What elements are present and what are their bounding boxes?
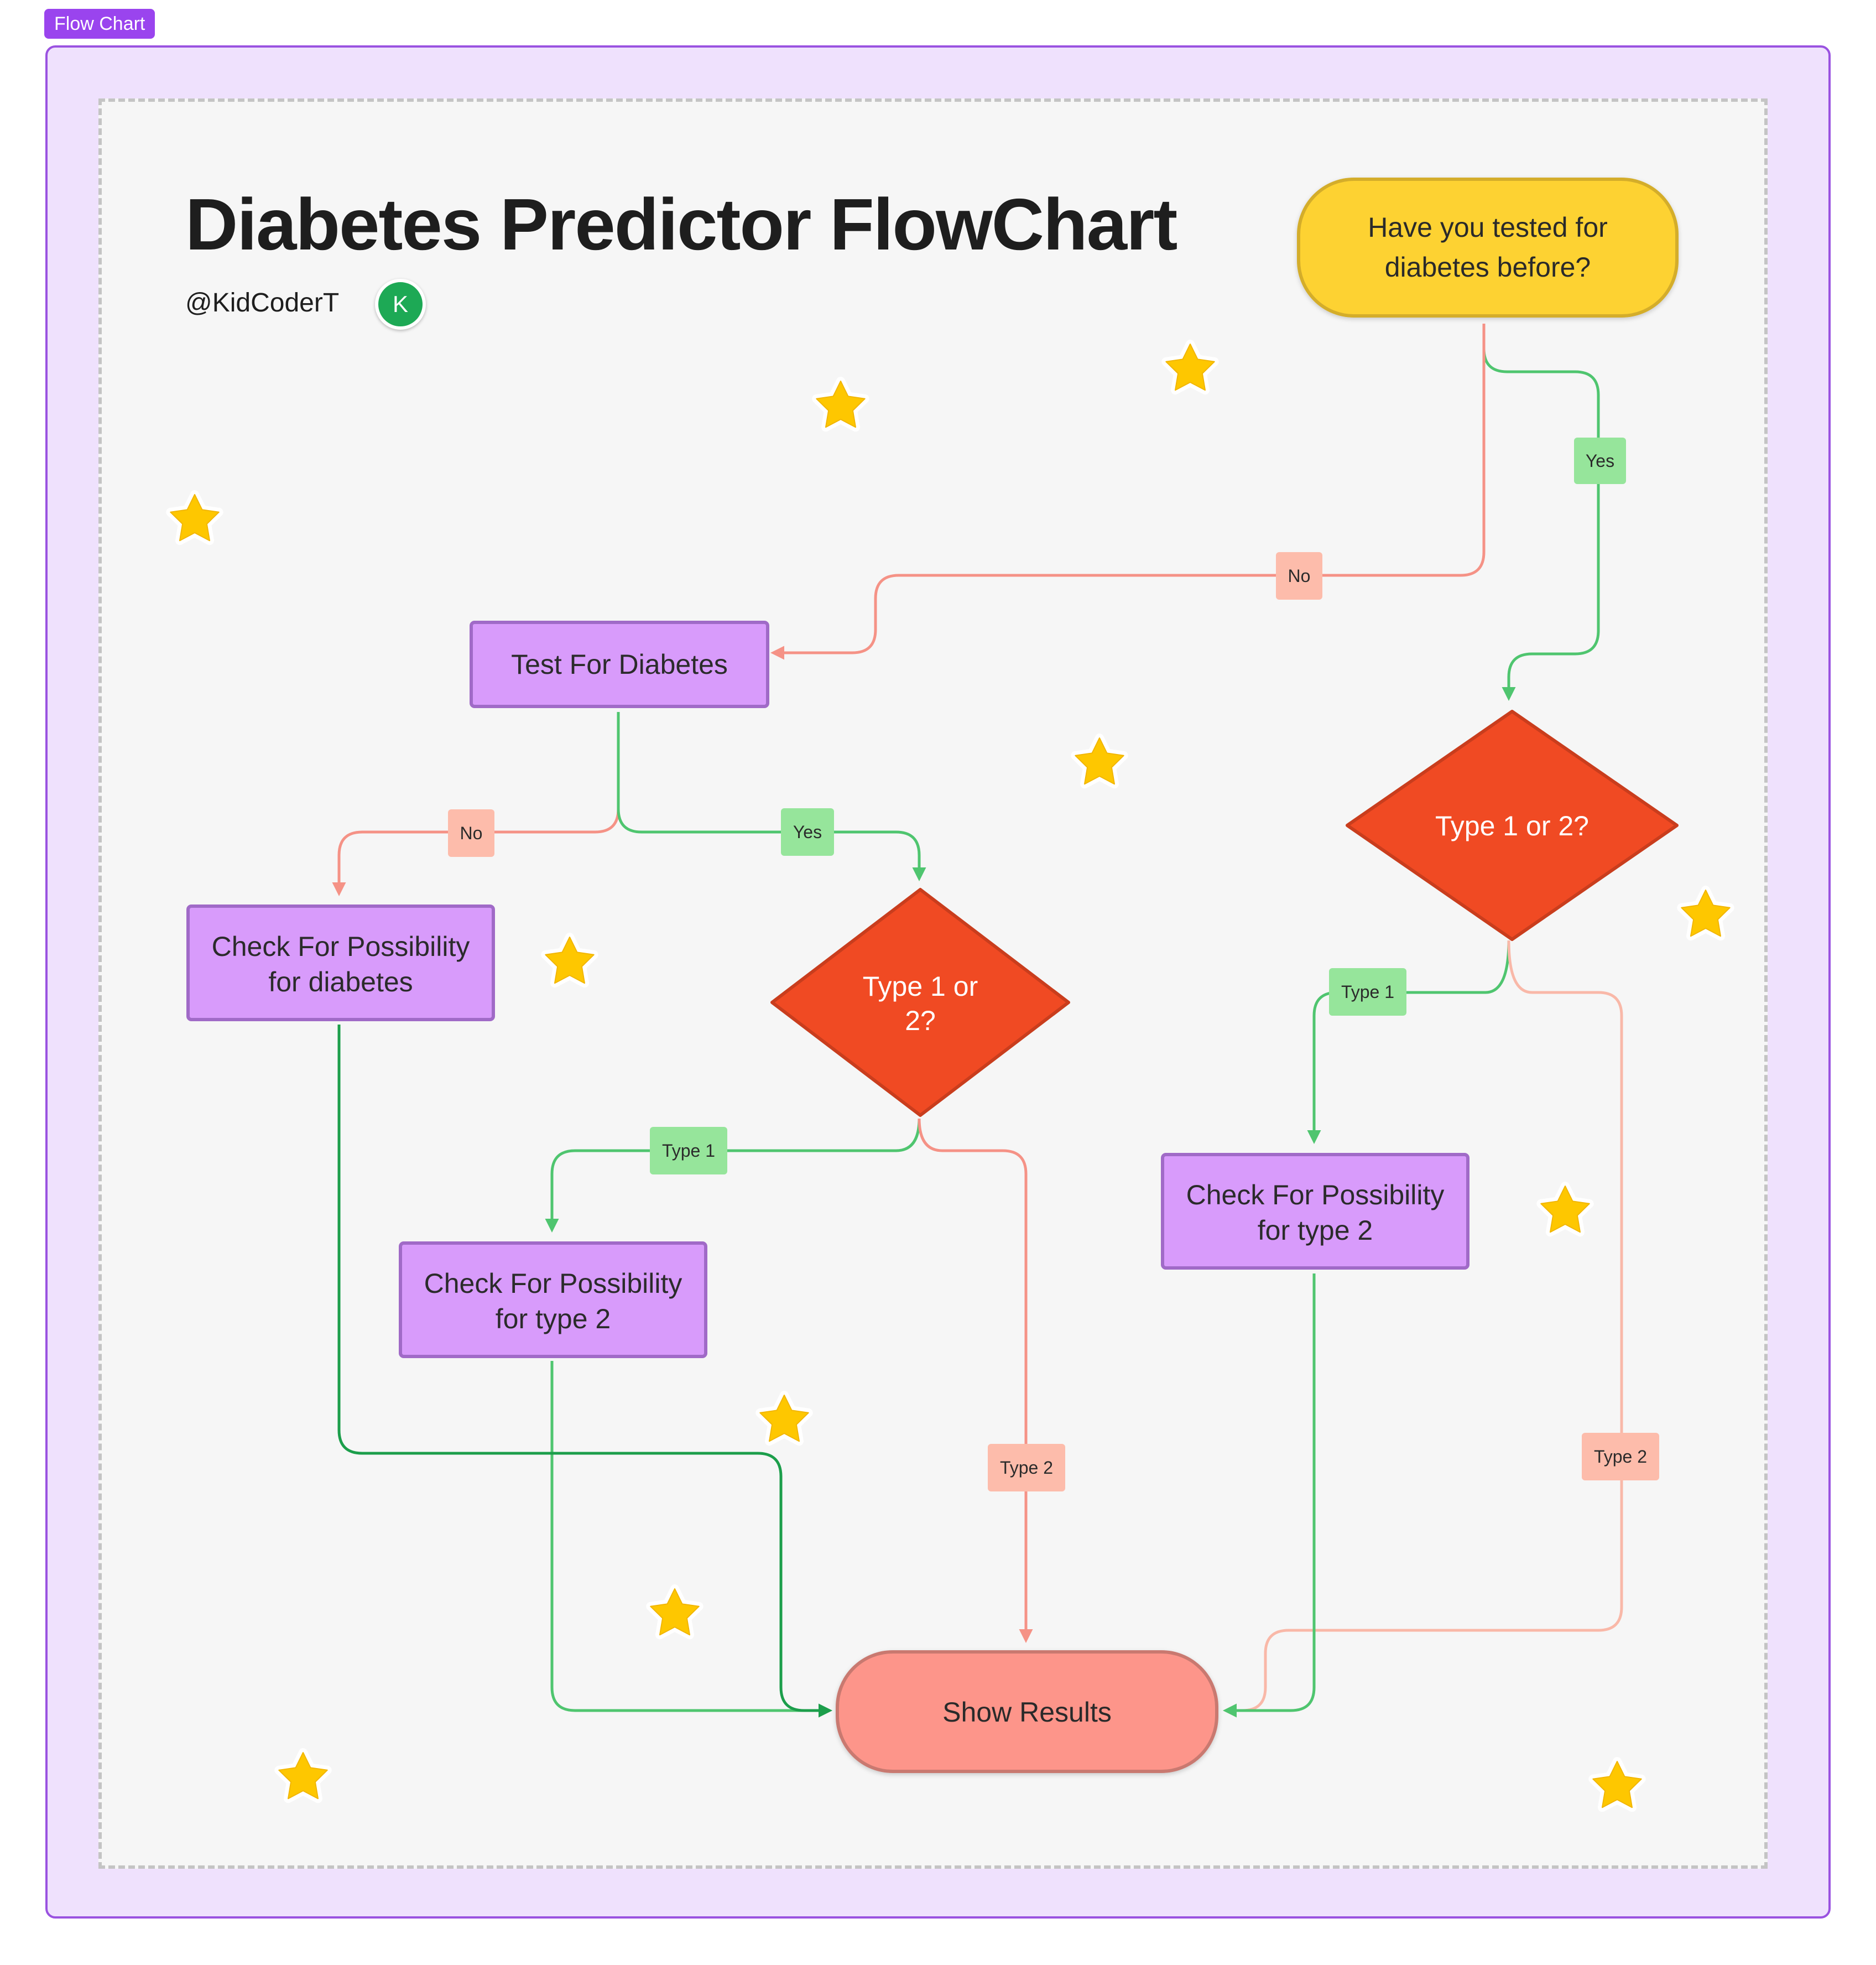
star-icon[interactable] (1541, 1186, 1589, 1232)
check-type2-right-node[interactable]: Check For Possibility for type 2 (1161, 1153, 1469, 1270)
edge-label-left-type1[interactable]: Type 1 (650, 1127, 727, 1174)
edge-left-check-to-results[interactable] (550, 1361, 832, 1718)
decision-left-node[interactable]: Type 1 or 2? (770, 888, 1070, 1117)
check-possibility-line-2: for diabetes (268, 966, 413, 997)
edge-label-text: Type 1 (662, 1141, 715, 1161)
edge-label-test-no[interactable]: No (448, 809, 494, 857)
decision-right-label: Type 1 or 2? (1435, 810, 1589, 841)
edge-label-text: Type 2 (1000, 1458, 1053, 1478)
start-node-line-1: Have you tested for (1368, 212, 1608, 243)
start-node[interactable]: Have you tested for diabetes before? (1297, 178, 1679, 318)
show-results-node[interactable]: Show Results (836, 1650, 1218, 1773)
edge-label-text: Yes (1586, 451, 1614, 471)
edge-test-no[interactable] (332, 712, 620, 896)
test-node[interactable]: Test For Diabetes (470, 621, 769, 708)
edge-right-check-to-results[interactable] (1223, 1273, 1316, 1718)
check-type2-left-line-1: Check For Possibility (424, 1268, 682, 1299)
edge-start-no[interactable] (770, 324, 1486, 660)
avatar[interactable]: K (375, 279, 426, 330)
check-type2-left-line-2: for type 2 (496, 1303, 611, 1334)
edge-label-start-no[interactable]: No (1276, 552, 1322, 600)
check-type2-right-line-1: Check For Possibility (1186, 1179, 1445, 1210)
start-node-line-2: diabetes before? (1385, 252, 1591, 283)
star-icon[interactable] (545, 937, 593, 983)
edge-right-type1[interactable] (1307, 940, 1510, 1144)
edge-start-yes[interactable] (1482, 324, 1600, 701)
show-results-label: Show Results (942, 1697, 1112, 1728)
star-icon[interactable] (760, 1395, 808, 1441)
check-type2-right-line-2: for type 2 (1258, 1215, 1373, 1246)
check-possibility-line-1: Check For Possibility (212, 931, 470, 962)
test-node-label: Test For Diabetes (511, 649, 728, 680)
edge-left-type2[interactable] (918, 1118, 1033, 1643)
edge-left-type1[interactable] (545, 1118, 921, 1233)
edge-label-text: No (460, 823, 483, 843)
edge-label-right-type2[interactable]: Type 2 (1582, 1433, 1659, 1480)
edge-label-text: Type 2 (1594, 1447, 1647, 1467)
author-handle: @KidCoderT (185, 288, 340, 318)
edge-check-possibility-to-results[interactable] (337, 1025, 832, 1718)
star-icon[interactable] (650, 1589, 699, 1635)
star-icon[interactable] (1681, 890, 1729, 936)
edge-test-yes[interactable] (617, 712, 926, 881)
star-icon[interactable] (170, 495, 218, 540)
edge-label-right-type1[interactable]: Type 1 (1329, 968, 1406, 1016)
page-title: Diabetes Predictor FlowChart (185, 184, 1177, 265)
edge-label-start-yes[interactable]: Yes (1574, 438, 1626, 484)
edge-label-text: Yes (793, 822, 822, 842)
edge-right-type2[interactable] (1223, 940, 1623, 1718)
star-icon[interactable] (1075, 738, 1123, 784)
decision-right-node[interactable]: Type 1 or 2? (1346, 710, 1679, 941)
edge-label-test-yes[interactable]: Yes (781, 808, 834, 856)
check-type2-left-node[interactable]: Check For Possibility for type 2 (399, 1241, 707, 1358)
decision-left-line-2: 2? (905, 1005, 936, 1036)
star-icon[interactable] (1166, 344, 1214, 390)
star-icon[interactable] (1593, 1761, 1641, 1807)
check-possibility-node[interactable]: Check For Possibility for diabetes (186, 904, 495, 1021)
edge-label-text: No (1288, 566, 1311, 586)
frame-label[interactable]: Flow Chart (44, 9, 155, 39)
star-icon[interactable] (279, 1753, 327, 1798)
edge-label-left-type2[interactable]: Type 2 (988, 1444, 1065, 1491)
decision-left-line-1: Type 1 or (863, 971, 978, 1002)
edge-label-text: Type 1 (1341, 982, 1394, 1002)
star-icon[interactable] (816, 381, 864, 427)
